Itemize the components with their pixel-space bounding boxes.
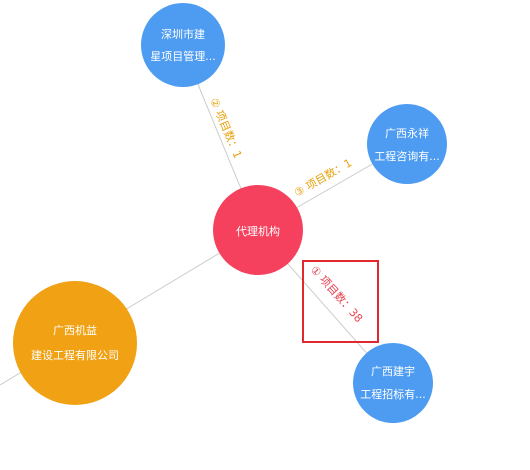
- node-shenzhen-line2: 星项目管理...: [150, 49, 216, 63]
- node-shenzhen[interactable]: 深圳市建 星项目管理...: [141, 3, 225, 87]
- node-jianyu-line1: 广西建宇: [371, 364, 415, 378]
- node-yongxiang[interactable]: 广西永祥 工程咨询有...: [367, 104, 447, 184]
- edge-label-yongxiang: ③ 项目数：1: [292, 156, 354, 199]
- node-center[interactable]: 代理机构: [213, 185, 303, 275]
- node-jiyi-line1: 广西机益: [53, 323, 97, 337]
- node-jianyu[interactable]: 广西建宇 工程招标有...: [353, 343, 433, 423]
- node-yongxiang-line1: 广西永祥: [385, 126, 429, 140]
- node-jiyi[interactable]: 广西机益 建设工程有限公司: [13, 281, 137, 405]
- node-jiyi-line2: 建设工程有限公司: [31, 348, 119, 362]
- edge-label-jianyu: ① 项目数：38: [308, 263, 365, 325]
- node-jianyu-line2: 工程招标有...: [360, 387, 426, 401]
- node-yongxiang-line2: 工程咨询有...: [374, 149, 440, 163]
- center-label: 代理机构: [236, 224, 280, 238]
- highlight-box: [302, 260, 379, 343]
- node-shenzhen-line1: 深圳市建: [161, 27, 205, 41]
